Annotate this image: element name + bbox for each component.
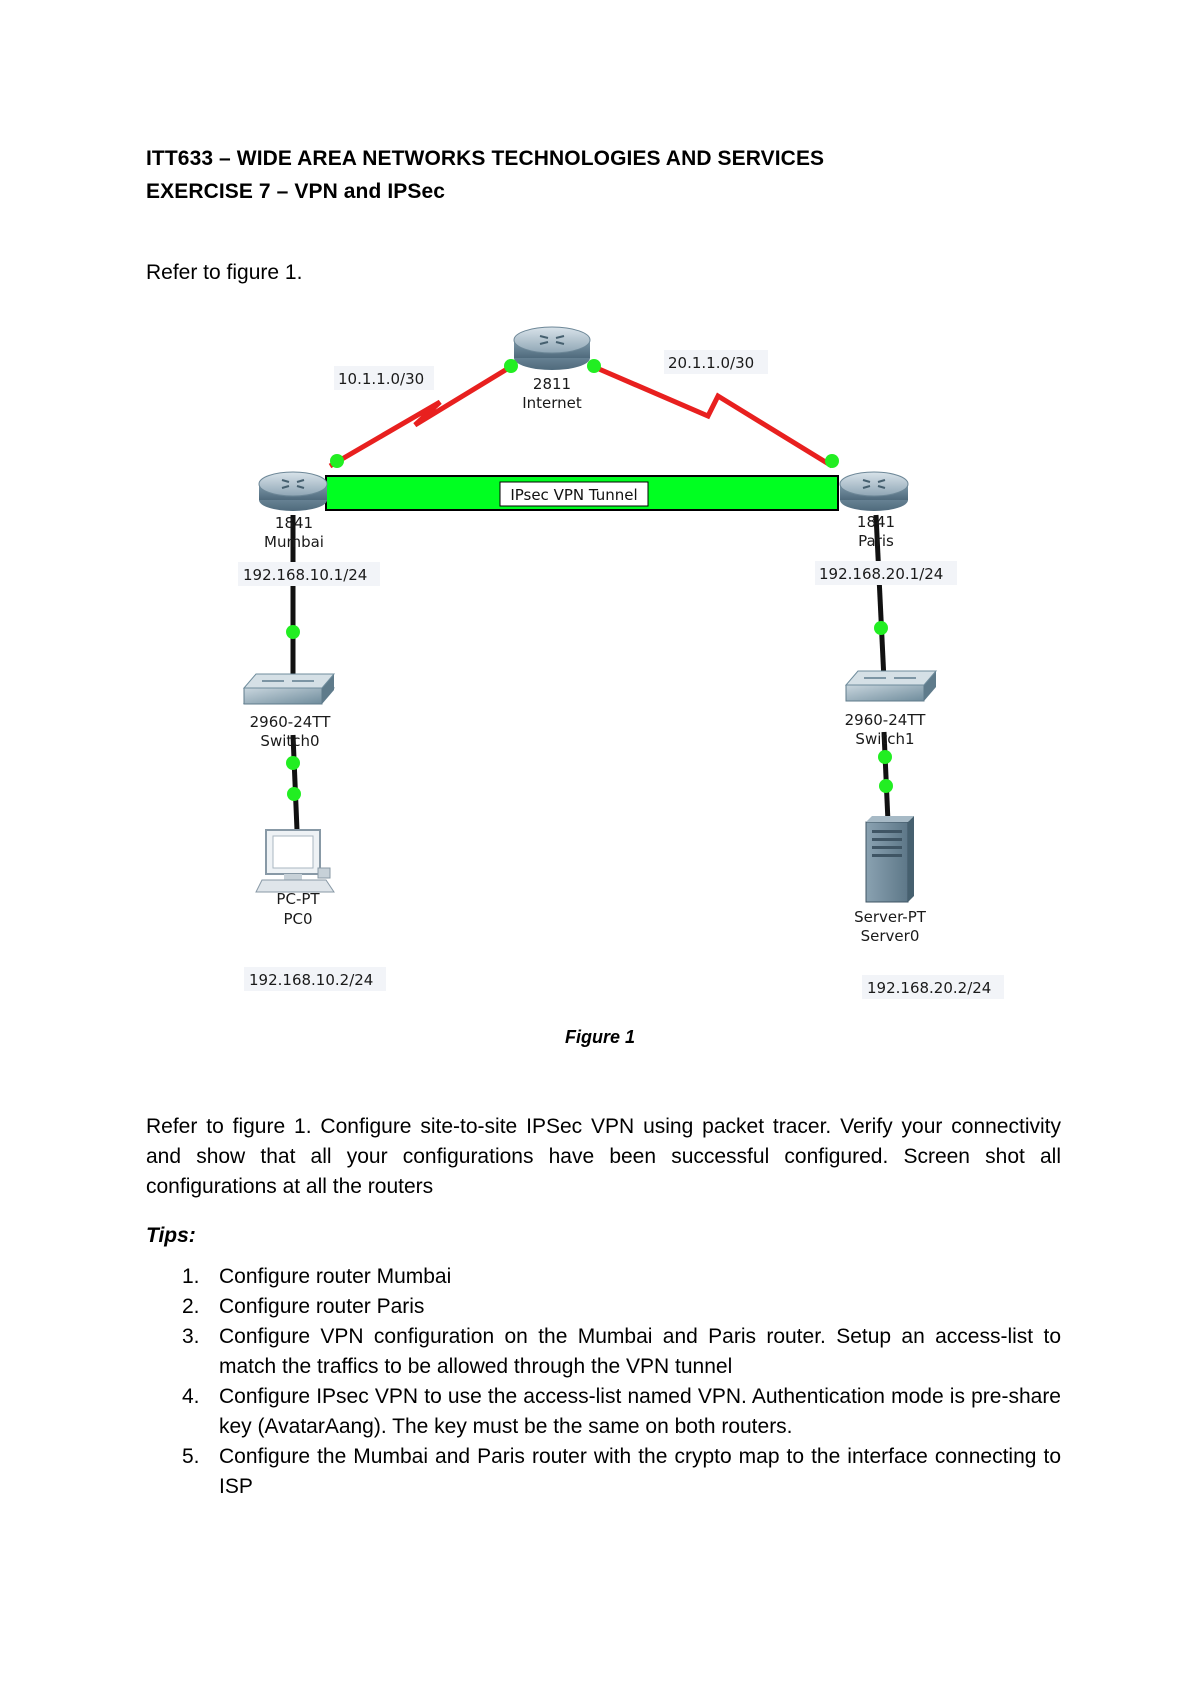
lan-link-paris-switch1 xyxy=(873,514,887,681)
intro-text: Refer to figure 1. xyxy=(146,261,303,284)
switch1-icon xyxy=(844,670,938,702)
tips-heading: Tips: xyxy=(146,1224,196,1247)
pc-icon xyxy=(255,829,335,893)
router-mumbai-icon xyxy=(258,471,328,511)
port-dot xyxy=(504,359,518,373)
tunnel-label-box xyxy=(499,481,649,507)
label-paris-name: Paris xyxy=(858,532,894,550)
list-item: 1. Configure router Mumbai xyxy=(146,1262,1061,1292)
list-item-number: 3. xyxy=(182,1325,200,1348)
label-paris-ip: 192.168.20.1/24 xyxy=(819,565,943,583)
label-server0-model: Server-PT xyxy=(854,908,927,926)
label-pc0-model: PC-PT xyxy=(276,890,320,908)
label-mumbai-ip: 192.168.10.1/24 xyxy=(243,566,367,584)
switch0-icon xyxy=(242,673,336,705)
list-item: 3. Configure VPN configuration on the Mum… xyxy=(146,1322,1061,1382)
tips-list: 1. Configure router Mumbai 2. Configure ro… xyxy=(146,1262,1061,1502)
tunnel-label: IPsec VPN Tunnel xyxy=(510,486,637,504)
list-item-text: Configure IPsec VPN to use the access-li… xyxy=(219,1385,1061,1438)
list-item-number: 4. xyxy=(182,1385,200,1408)
router-internet-icon xyxy=(513,326,591,370)
label-mumbai-model: 1841 xyxy=(275,514,313,532)
lan-link-switch1-server0 xyxy=(881,731,891,823)
list-item-number: 2. xyxy=(182,1295,200,1318)
wan-link-mumbai-internet xyxy=(328,363,514,469)
label-paris-model: 1841 xyxy=(857,513,895,531)
exercise-title: EXERCISE 7 – VPN and IPSec xyxy=(146,180,446,203)
document-title: ITT633 – WIDE AREA NETWORKS TECHNOLOGIES… xyxy=(146,147,825,170)
port-dot xyxy=(874,621,888,635)
list-item-number: 1. xyxy=(182,1265,200,1288)
label-switch1-name: Switch1 xyxy=(855,730,914,748)
wan-link-internet-paris xyxy=(591,363,834,469)
list-item-text: Configure router Mumbai xyxy=(219,1265,452,1288)
port-indicators xyxy=(286,359,893,801)
label-wan-left: 10.1.1.0/30 xyxy=(338,370,424,388)
task-paragraph: Refer to figure 1. Configure site-to-sit… xyxy=(146,1115,1061,1198)
lan-link-switch0-pc0 xyxy=(290,734,300,831)
list-item-number: 5. xyxy=(182,1445,200,1468)
label-pc0-ip: 192.168.10.2/24 xyxy=(249,971,373,989)
list-item-text: Configure the Mumbai and Paris router wi… xyxy=(219,1445,1061,1498)
list-item: 2. Configure router Paris xyxy=(146,1292,1061,1322)
label-server0-name: Server0 xyxy=(861,927,920,945)
port-dot xyxy=(287,787,301,801)
label-mumbai-name: Mumbai xyxy=(264,533,324,551)
label-server0-ip: 192.168.20.2/24 xyxy=(867,979,991,997)
label-internet-model: 2811 xyxy=(533,375,571,393)
list-item: 5. Configure the Mumbai and Paris router … xyxy=(146,1442,1061,1502)
port-dot xyxy=(587,359,601,373)
port-dot xyxy=(330,454,344,468)
label-switch0-model: 2960-24TT xyxy=(250,713,332,731)
label-switch1-model: 2960-24TT xyxy=(845,711,927,729)
port-dot xyxy=(825,454,839,468)
server-icon xyxy=(865,816,914,903)
label-switch0-name: Switch0 xyxy=(260,732,319,750)
port-dot xyxy=(286,756,300,770)
list-item: 4. Configure IPsec VPN to use the access-… xyxy=(146,1382,1061,1442)
network-topology-figure: IPsec VPN Tunnel xyxy=(238,326,1004,999)
port-dot xyxy=(879,779,893,793)
caption-number: 1 xyxy=(625,1027,636,1047)
list-item-text: Configure router Paris xyxy=(219,1295,425,1318)
caption-prefix: Figure xyxy=(564,1027,620,1047)
figure-caption: Figure 1 xyxy=(0,1027,1200,1048)
port-dot xyxy=(286,625,300,639)
label-internet-name: Internet xyxy=(522,394,582,412)
router-paris-icon xyxy=(839,471,909,511)
label-wan-right: 20.1.1.0/30 xyxy=(668,354,754,372)
list-item-text: Configure VPN configuration on the Mumba… xyxy=(219,1325,1061,1378)
label-pc0-name: PC0 xyxy=(283,910,312,928)
port-dot xyxy=(878,750,892,764)
